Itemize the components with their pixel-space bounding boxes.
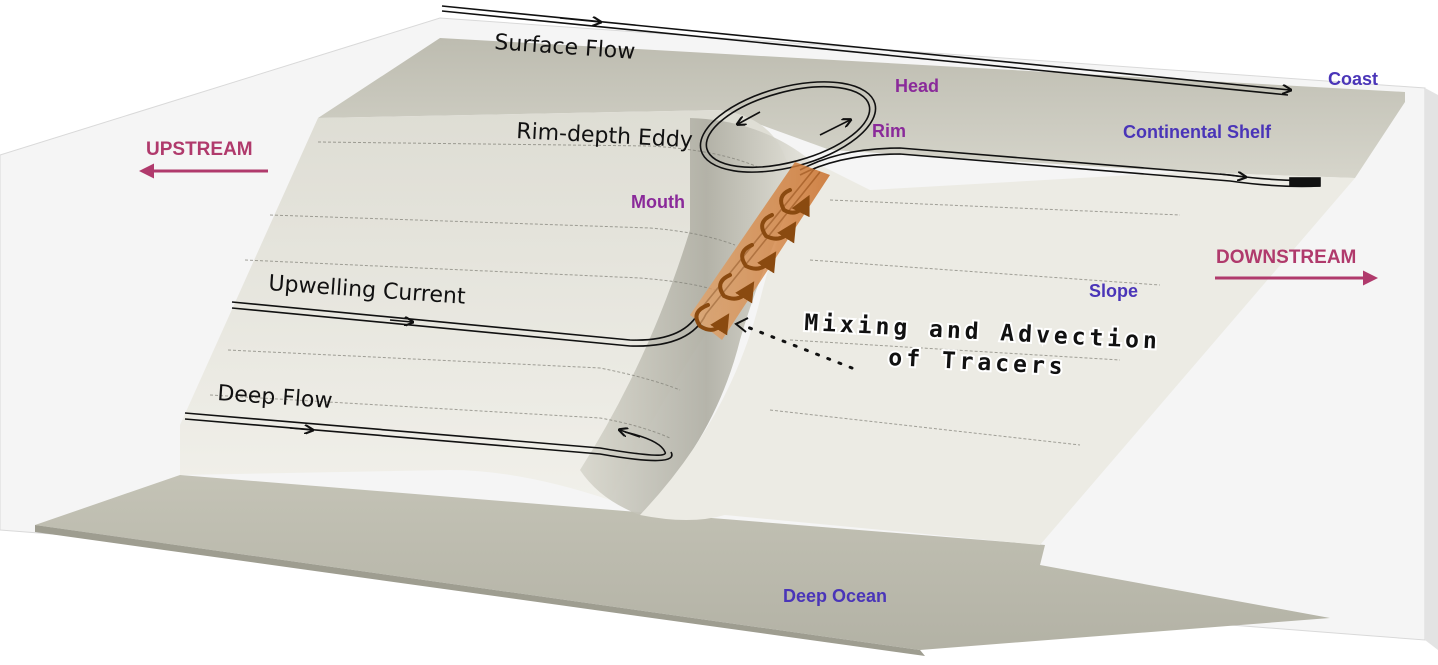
deep-flow-line	[184, 412, 673, 462]
downstream-label: DOWNSTREAM	[1216, 247, 1356, 268]
mouth-label: Mouth	[631, 192, 685, 212]
box-right-wall	[1425, 88, 1438, 650]
swirl-icon	[779, 188, 810, 218]
slope-label: Slope	[1089, 281, 1138, 301]
upstream-label: UPSTREAM	[146, 139, 253, 160]
floor-front-edge	[35, 525, 925, 656]
swirl-icon	[694, 303, 730, 336]
rim-eddy-loop	[699, 81, 877, 173]
contour-lines	[209, 141, 1181, 446]
deep-ocean-floor	[35, 475, 1330, 650]
mixing-pointer	[734, 317, 854, 370]
continental-shelf	[318, 38, 1405, 178]
swirl-icon	[718, 273, 755, 304]
swirl-icon	[740, 243, 777, 274]
rim-label: Rim	[872, 121, 906, 141]
coast-label: Coast	[1328, 69, 1378, 89]
surface-flow-line	[441, 5, 1290, 96]
shelf-current-line	[799, 147, 1321, 188]
swirl-icon	[760, 213, 797, 244]
continental-shelf-label: Continental Shelf	[1123, 122, 1272, 142]
deep-ocean-label: Deep Ocean	[783, 586, 887, 606]
head-label: Head	[895, 76, 939, 96]
mixing-swirls	[694, 188, 810, 336]
